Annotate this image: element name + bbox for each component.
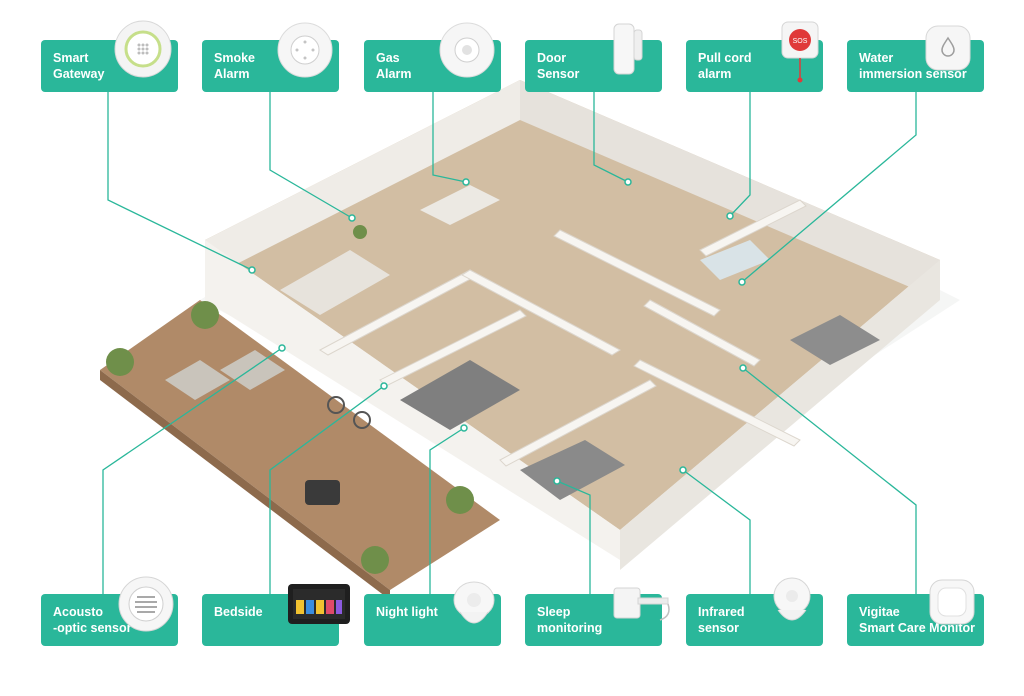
leader-smoke-alarm (269, 92, 353, 219)
sos-badge: SOS (793, 38, 808, 45)
leader-sleep-monitoring (556, 480, 591, 594)
leader-bedside (269, 385, 385, 594)
care-monitor-icon (929, 579, 975, 625)
callout-label: Bedside (214, 605, 263, 619)
gas-alarm-icon (439, 22, 495, 78)
sleep-monitor-icon (613, 587, 670, 621)
night-light-icon (453, 581, 495, 624)
smart-gateway-icon (114, 20, 172, 78)
leader-door-sensor (593, 92, 629, 183)
leader-acousto-optic (102, 347, 283, 594)
infrared-sensor-icon (773, 577, 811, 621)
leader-night-light (429, 427, 465, 594)
leader-gas-alarm (432, 92, 467, 183)
callout-label: Smart Gateway (53, 51, 105, 81)
callout-label: Pull cord alarm (698, 51, 752, 81)
leader-pull-cord-alarm (729, 92, 751, 217)
callout-label: Infrared sensor (698, 605, 745, 635)
callout-label: Acousto -optic sensor (53, 605, 132, 635)
callout-label: Door Sensor (537, 51, 580, 81)
callout-label: Gas Alarm (376, 51, 412, 81)
pull-cord-alarm-icon: SOS (781, 21, 819, 83)
leader-infrared (682, 469, 751, 594)
leader-water-sensor (741, 92, 917, 283)
callout-label: Vigitae Smart Care Monitor (859, 605, 975, 635)
water-sensor-icon (925, 25, 971, 71)
leader-smart-gateway (107, 92, 253, 271)
callout-label: Night light (376, 605, 438, 619)
callout-label: Sleep monitoring (537, 605, 603, 635)
callout-label: Smoke Alarm (214, 51, 255, 81)
leader-care-monitor (742, 367, 917, 594)
bedside-tablet-icon (288, 584, 350, 624)
door-sensor-icon (613, 23, 643, 75)
smoke-alarm-icon (277, 22, 333, 78)
acousto-optic-sensor-icon (118, 576, 174, 632)
